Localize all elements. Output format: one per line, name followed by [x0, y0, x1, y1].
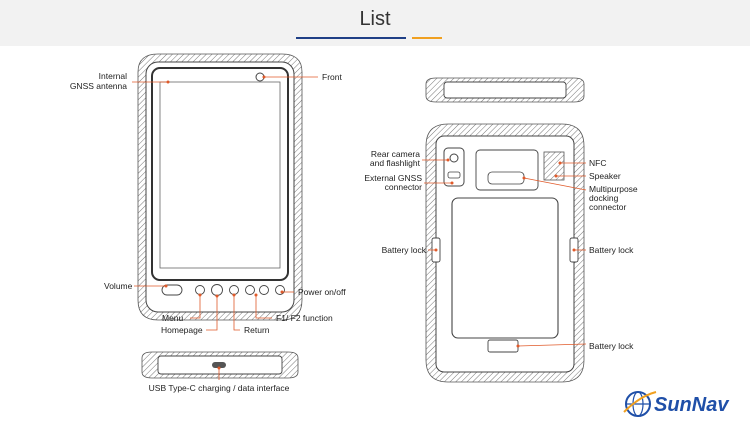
f2-button	[259, 285, 269, 295]
label-front: Front	[322, 72, 342, 82]
label-docking-1: Multipurpose	[589, 184, 638, 194]
label-battery-lock-left: Battery lock	[382, 245, 427, 255]
tablet-bottom-edge	[141, 351, 299, 379]
label-internal-gnss-2: GNSS antenna	[70, 81, 127, 91]
label-battery-lock-right: Battery lock	[589, 245, 634, 255]
callout-labels: Internal GNSS antenna Front Volume Power…	[70, 71, 638, 393]
brand-name: SunNav	[654, 394, 730, 416]
label-speaker: Speaker	[589, 171, 621, 181]
label-battery-lock-bottom: Battery lock	[589, 341, 634, 351]
tablet-front	[137, 53, 303, 321]
tablet-top-edge	[425, 77, 585, 103]
leader-lines	[132, 75, 587, 380]
label-internal-gnss-1: Internal	[99, 71, 127, 81]
label-external-gnss-2: connector	[385, 182, 422, 192]
label-homepage: Homepage	[161, 325, 203, 335]
tablet-back	[425, 123, 585, 383]
label-external-gnss-1: External GNSS	[364, 173, 422, 183]
menu-button	[195, 285, 205, 295]
label-docking-3: connector	[589, 202, 626, 212]
home-button	[211, 284, 223, 296]
battery-lock-bottom-icon	[487, 339, 519, 353]
page-title: List	[359, 8, 391, 30]
label-power: Power on/off	[298, 287, 346, 297]
battery-cover	[451, 197, 559, 339]
docking-connector-icon	[487, 171, 525, 185]
title-underline-orange	[412, 37, 442, 39]
label-f1f2: F1/ F2 function	[276, 313, 333, 323]
label-return: Return	[244, 325, 270, 335]
title-underline-blue	[296, 37, 406, 39]
flashlight-icon	[447, 171, 461, 179]
label-rear-camera-1: Rear camera	[371, 149, 420, 159]
volume-button	[161, 284, 183, 296]
f1-button	[245, 285, 255, 295]
return-button	[229, 285, 239, 295]
label-usb: USB Type-C charging / data interface	[149, 383, 290, 393]
label-menu: Menu	[162, 313, 184, 323]
power-button	[275, 285, 285, 295]
label-volume: Volume	[104, 281, 133, 291]
speaker-grill-icon	[543, 151, 565, 181]
label-nfc: NFC	[589, 158, 606, 168]
label-rear-camera-2: and flashlight	[370, 158, 421, 168]
globe-logo-icon	[623, 391, 657, 417]
brand-logo: SunNav	[623, 391, 730, 417]
label-docking-2: docking	[589, 193, 619, 203]
usb-port-icon	[212, 362, 226, 368]
